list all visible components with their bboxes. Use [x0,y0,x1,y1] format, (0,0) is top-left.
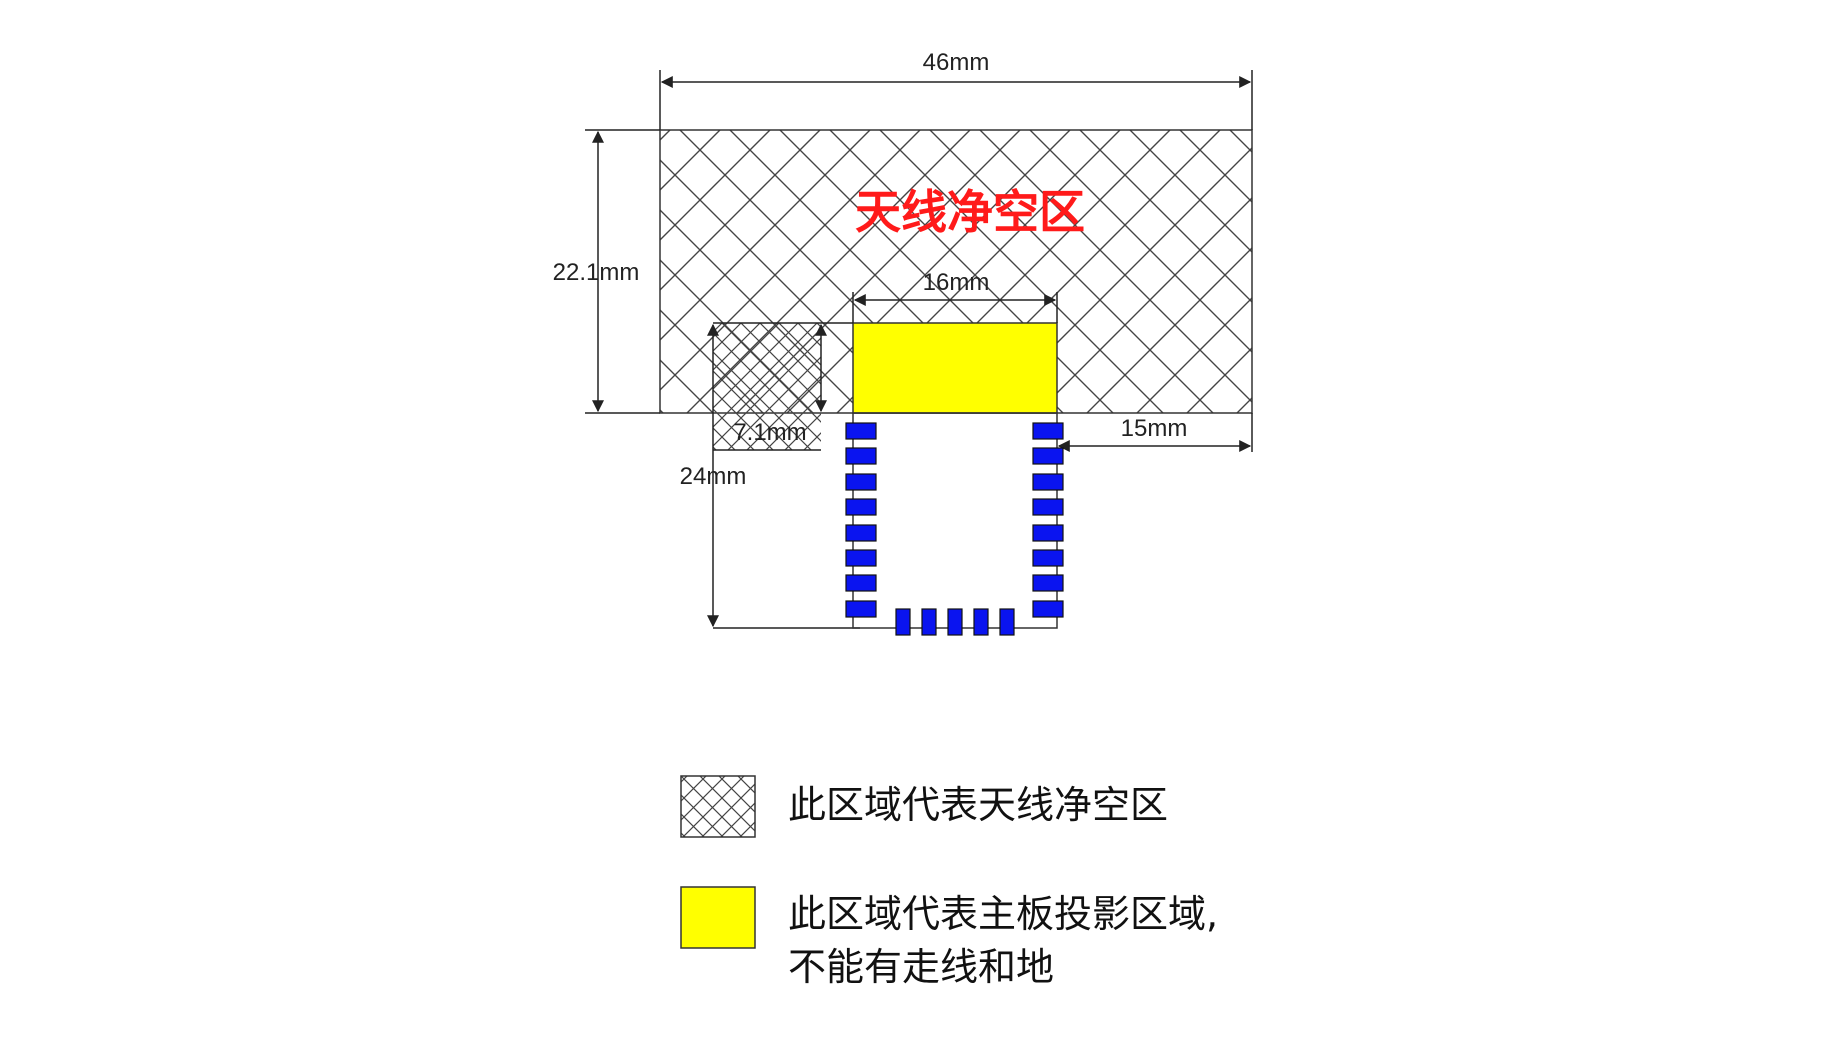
pad [973,608,989,636]
legend-text-projection-line1: 此区域代表主板投影区域, [788,892,1218,936]
pad [1032,473,1064,491]
board-projection-area [852,322,1058,414]
pad [1032,524,1064,542]
pad [845,524,877,542]
pad [845,600,877,618]
pad [845,549,877,567]
pad [845,422,877,440]
pad [845,574,877,592]
pad [1032,498,1064,516]
module-height-label: 24mm [680,463,747,490]
module-pads [845,422,1064,636]
legend: 此区域代表天线净空区 此区域代表主板投影区域, 不能有走线和地 [680,775,1218,989]
pad [1032,447,1064,465]
zone-title: 天线净空区 [855,185,1085,239]
pad [921,608,937,636]
right-offset-label: 15mm [1121,415,1188,442]
pad [845,498,877,516]
legend-swatch-yellow [680,886,756,949]
pad [999,608,1015,636]
legend-text-clearance: 此区域代表天线净空区 [788,783,1168,827]
pad [1032,549,1064,567]
projection-width-label: 16mm [923,269,990,296]
module-outline [852,412,1058,629]
width-label: 46mm [923,49,990,76]
left-offset-label: 7.1mm [733,419,806,446]
legend-text-projection-line2: 不能有走线和地 [788,945,1054,989]
pad [895,608,911,636]
height-label: 22.1mm [553,259,640,286]
pad [845,473,877,491]
left-offset-box [713,323,821,450]
pad [1032,600,1064,618]
legend-swatch-crosshatch [680,775,756,838]
pad [1032,574,1064,592]
pad [1032,422,1064,440]
pad [947,608,963,636]
pad [845,447,877,465]
